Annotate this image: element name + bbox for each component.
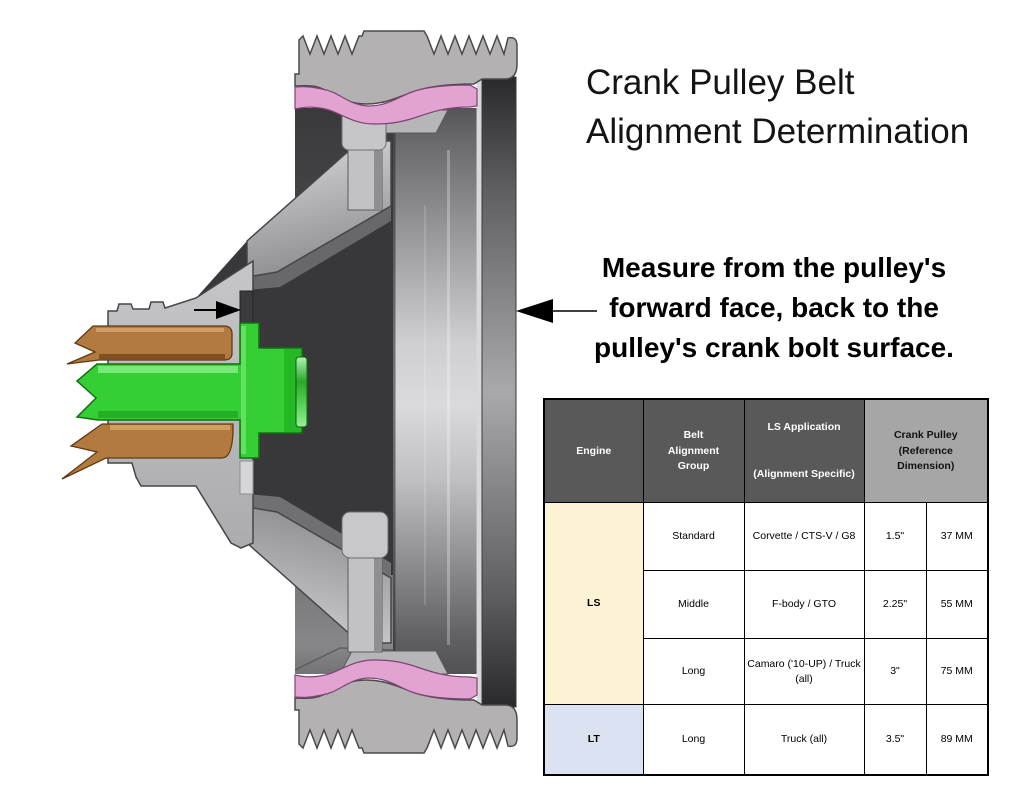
cell-application: Corvette / CTS-V / G8 [743, 502, 865, 572]
snout-lower-highlight [110, 425, 230, 430]
barrel-highlight [447, 150, 450, 645]
title-line-2: Alignment Determination [586, 112, 970, 151]
cell-application: Camaro ('10-UP) / Truck (all) [743, 638, 865, 706]
cell-group: Long [642, 704, 745, 776]
cell-group: Middle [642, 570, 745, 640]
pulley-face-arrow [516, 299, 597, 323]
title-line-1: Crank Pulley Belt [586, 63, 855, 102]
cell-engine-ls: LS [543, 502, 644, 706]
bolt-bore-face [295, 356, 308, 428]
barrel-highlight-2 [424, 205, 426, 605]
crank-bolt [75, 322, 308, 459]
hub-face-land [239, 460, 254, 495]
spoke-column-bottom-shade [374, 517, 382, 651]
snout-upper-shade [99, 354, 225, 360]
header-crank-pulley: Crank Pulley (Reference Dimension) [863, 398, 989, 504]
measurement-callout: Measure from the pulley's forward face, … [594, 252, 954, 363]
cell-group: Long [642, 638, 745, 706]
bolt-washer-highlight [241, 326, 246, 454]
table-row: LT Long Truck (all) 3.5" 89 MM [543, 704, 989, 776]
pulley-barrel-surface [393, 108, 477, 674]
cell-mm: 55 MM [925, 570, 989, 640]
cell-inches: 2.25" [863, 570, 927, 640]
ring-separator [476, 80, 483, 704]
table-header-row: Engine Belt Alignment Group LS Applicati… [543, 398, 989, 504]
cell-mm: 89 MM [925, 704, 989, 776]
alignment-table: Engine Belt Alignment Group LS Applicati… [543, 398, 989, 776]
table-row: Long Camaro ('10-UP) / Truck (all) 3" 75… [544, 638, 989, 706]
cell-engine-lt: LT [543, 704, 644, 776]
header-application-line2: (Alignment Specific) [753, 468, 855, 480]
bolt-shaft-highlight [98, 366, 238, 373]
spoke-boss-bottom [341, 511, 389, 559]
header-engine: Engine [543, 398, 644, 504]
cell-application: Truck (all) [743, 704, 865, 776]
cell-application: F-body / GTO [743, 570, 865, 640]
pulley-forward-face [481, 76, 517, 708]
barrel-edge-line [393, 108, 396, 674]
snout-upper-highlight [96, 328, 224, 332]
cell-inches: 1.5" [863, 502, 927, 572]
cell-mm: 75 MM [925, 638, 989, 706]
spoke-column-top-shade [374, 131, 382, 209]
cell-inches: 3" [863, 638, 927, 706]
bolt-surface-arrow [194, 301, 241, 319]
crank-snout-lower [61, 423, 234, 480]
cell-mm: 37 MM [925, 502, 989, 572]
cell-inches: 3.5" [863, 704, 927, 776]
cell-group: Standard [642, 502, 745, 572]
table-row: LS Standard Corvette / CTS-V / G8 1.5" 3… [543, 502, 989, 706]
header-application: LS Application (Alignment Specific) [743, 398, 865, 504]
bolt-shaft-shade [98, 411, 238, 418]
page-title: Crank Pulley Belt Alignment Determinatio… [586, 58, 1024, 156]
table-row: Middle F-body / GTO 2.25" 55 MM [544, 570, 989, 640]
header-application-line1: LS Application [767, 421, 841, 434]
damper-ring-top [294, 84, 478, 125]
header-belt-group: Belt Alignment Group [642, 398, 745, 504]
